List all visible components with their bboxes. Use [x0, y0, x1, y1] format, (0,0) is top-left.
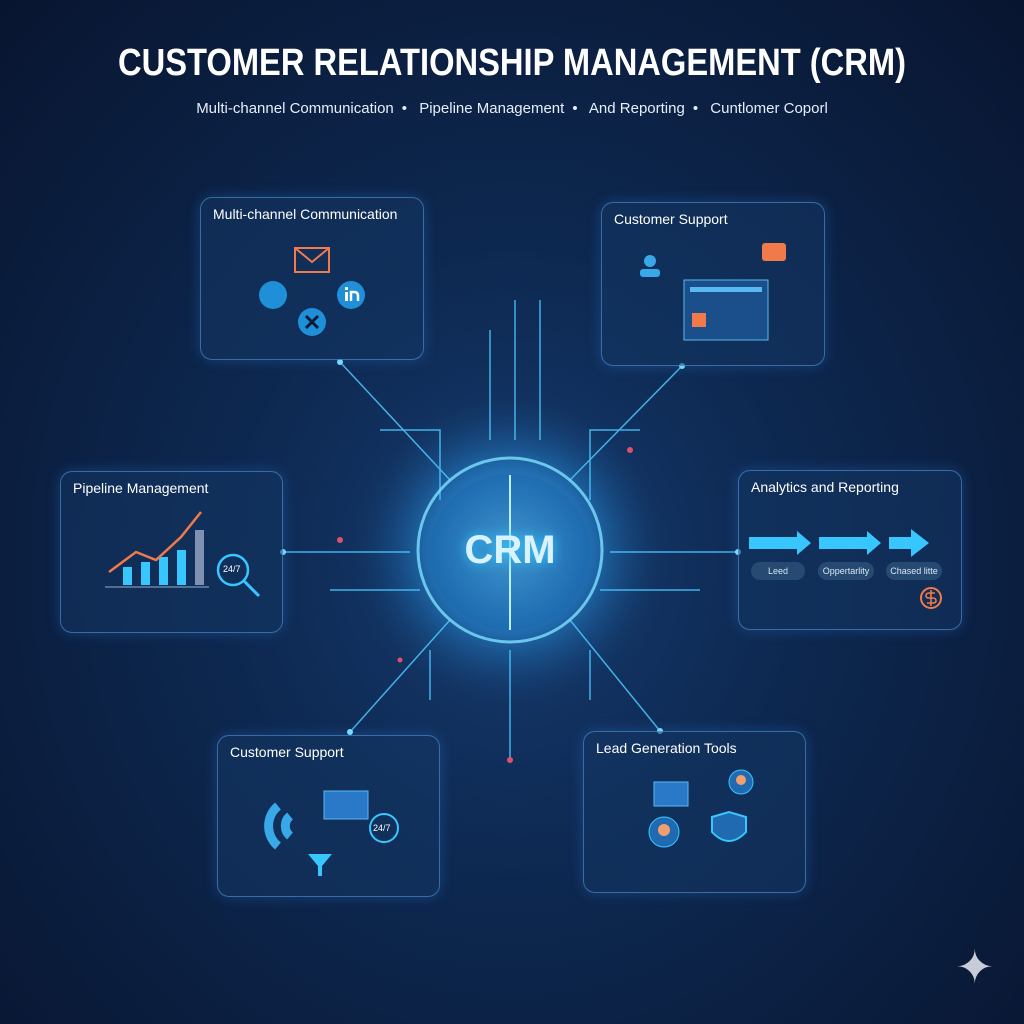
support-dashboard-icon — [640, 243, 786, 341]
badge-24-7: 24/7 — [373, 823, 391, 833]
badge-24-7: 24/7 — [223, 564, 241, 574]
communication-icons — [259, 247, 365, 336]
x-icon — [298, 308, 326, 336]
stage-closed-won: Chased litte — [886, 562, 942, 580]
subtitle-item: Pipeline Management — [419, 100, 565, 117]
card-title: Lead Generation Tools — [596, 740, 737, 756]
card-title: Analytics and Reporting — [751, 479, 899, 495]
card-title: Pipeline Management — [73, 480, 209, 496]
stage-opportunity: Oppertarlity — [818, 562, 874, 580]
subtitle: Multi-channel Communication• Pipeline Ma… — [196, 100, 828, 117]
funnel-arrows — [749, 529, 942, 609]
page-title: CUSTOMER RELATIONSHIP MANAGEMENT (CRM) — [118, 42, 906, 84]
linkedin-icon — [337, 281, 365, 309]
subtitle-item: Cuntlomer Coporl — [710, 100, 828, 117]
crm-brain-label: CRM — [464, 528, 556, 572]
bar-chart-icon — [105, 511, 261, 598]
subtitle-item: And Reporting — [588, 100, 685, 117]
magnifier-icon — [216, 553, 250, 587]
filter-icon — [308, 854, 332, 876]
email-icon — [294, 247, 330, 273]
card-title: Customer Support — [230, 744, 344, 760]
card-title: Customer Support — [614, 211, 728, 227]
subtitle-item: Multi-channel Communication — [196, 100, 394, 117]
lead-magnet-icons — [264, 790, 399, 876]
stage-lead: Leed — [751, 562, 805, 580]
sparkle-icon: ✦ — [955, 941, 994, 993]
card-lead-generation: Lead Generation Tools — [583, 731, 806, 893]
card-customer-support-bottom: Customer Support 24/7 — [217, 735, 440, 897]
dollar-icon — [920, 587, 942, 609]
magnet-icon — [264, 802, 294, 850]
message-icon — [259, 281, 287, 309]
shield-heart-icon — [711, 810, 747, 842]
card-analytics: Analytics and Reporting Leed Oppertarlit… — [738, 470, 962, 630]
card-title: Multi-channel Communication — [213, 206, 398, 222]
card-customer-support-top: Customer Support — [601, 202, 825, 366]
card-pipeline: Pipeline Management 24/7 — [60, 471, 283, 633]
card-multichannel: Multi-channel Communication — [200, 197, 424, 360]
lead-gen-icons — [648, 769, 754, 848]
